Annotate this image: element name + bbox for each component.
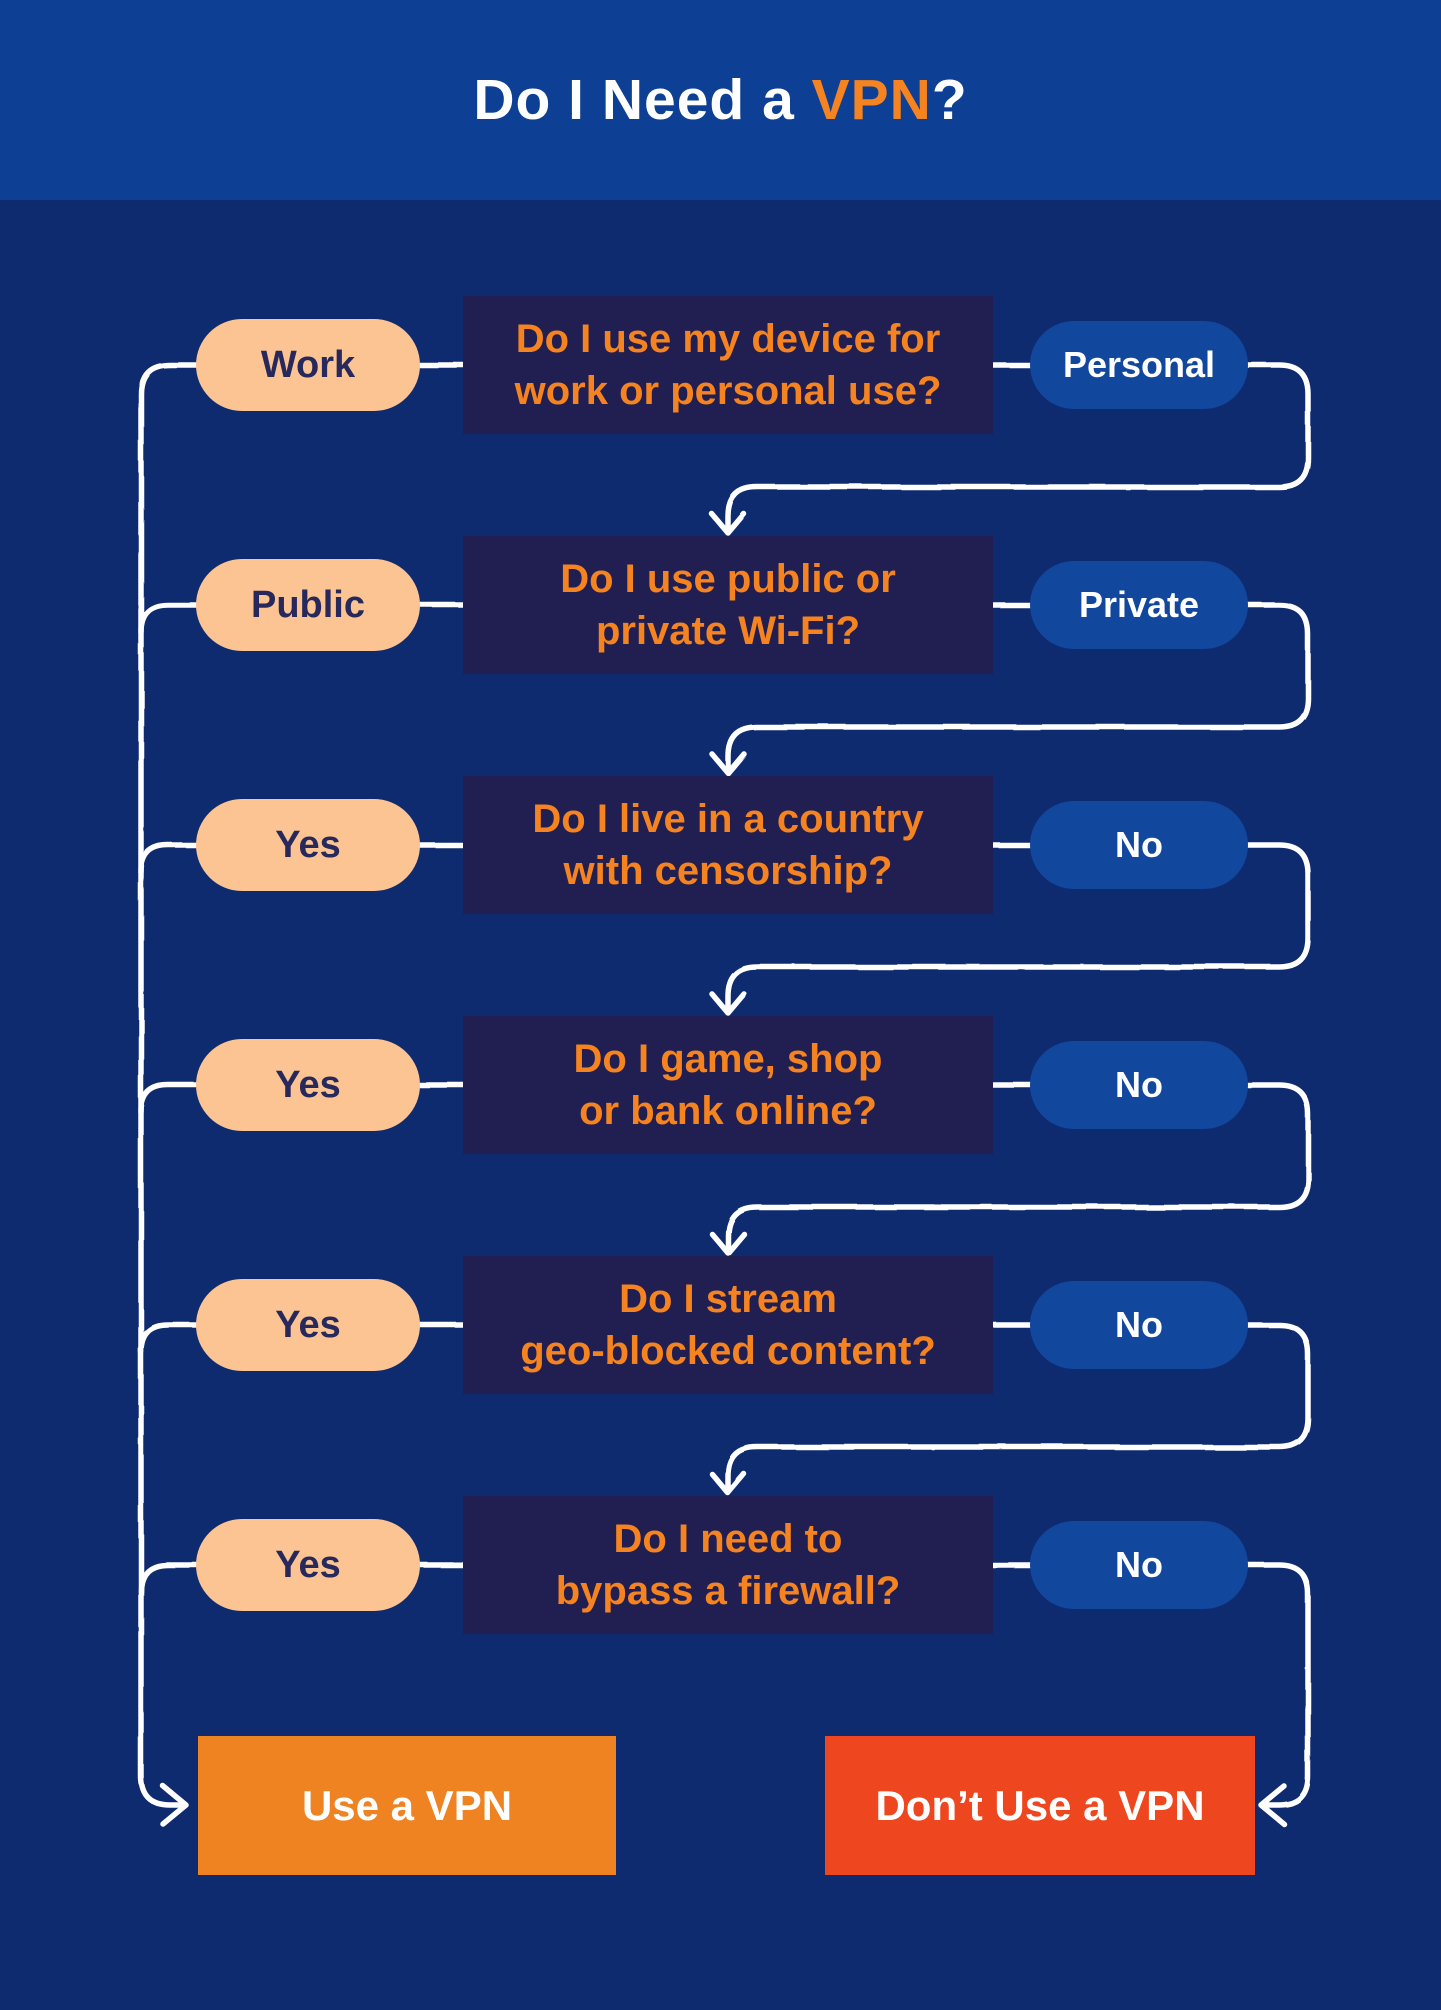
question-box-online-activity: Do I game, shop or bank online? — [463, 1016, 993, 1154]
header-band: Do I Need a VPN? — [0, 0, 1441, 200]
answer-pill-yes-firewall: Yes — [196, 1519, 420, 1611]
question-line: private Wi-Fi? — [595, 609, 861, 653]
answer-pill-private: Private — [1030, 561, 1248, 649]
question-line: or bank online? — [579, 1089, 877, 1133]
answer-pill-no-online: No — [1030, 1041, 1248, 1129]
question-box-streaming: Do I stream geo-blocked content? — [463, 1256, 993, 1394]
trunk-line — [138, 362, 199, 1808]
answer-pill-no-censorship: No — [1030, 801, 1248, 889]
stub-row4 — [138, 1082, 199, 1115]
title-highlight: VPN — [811, 68, 932, 132]
question-line: Do I use my device for — [515, 317, 941, 361]
answer-pill-no-streaming: No — [1030, 1281, 1248, 1369]
answer-pill-label: Yes — [275, 1543, 341, 1586]
s-connector-row6 — [1245, 1562, 1311, 1808]
arrowhead-row2 — [709, 511, 747, 536]
stub-row5 — [138, 1322, 199, 1355]
question-box-firewall: Do I need to bypass a firewall? — [463, 1496, 993, 1634]
arrowhead-row3 — [709, 751, 747, 776]
outcome-box-dont-use-vpn: Don’t Use a VPN — [825, 1736, 1255, 1875]
question-line: with censorship? — [563, 849, 893, 893]
answer-pill-label: No — [1115, 824, 1163, 865]
question-box-wifi: Do I use public or private Wi-Fi? — [463, 536, 993, 674]
arrowhead-row4 — [709, 991, 747, 1016]
answer-pill-public: Public — [196, 559, 420, 651]
question-box-censorship: Do I live in a country with censorship? — [463, 776, 993, 914]
question-line: geo-blocked content? — [520, 1329, 936, 1373]
answer-pill-label: Public — [250, 583, 366, 626]
question-line: work or personal use? — [514, 369, 942, 413]
answer-pill-personal: Personal — [1030, 321, 1248, 409]
answer-pill-yes-streaming: Yes — [196, 1279, 420, 1371]
arrowhead-dont — [1258, 1783, 1287, 1827]
answer-pill-label: No — [1115, 1544, 1163, 1585]
answer-pill-yes-censorship: Yes — [196, 799, 420, 891]
title-suffix: ? — [931, 68, 968, 132]
answer-pill-label: No — [1115, 1304, 1163, 1345]
answer-pill-label: Yes — [275, 1303, 341, 1346]
title-prefix: Do I Need a — [473, 68, 812, 132]
answer-pill-label: Private — [1078, 584, 1200, 625]
page-title: Do I Need a VPN? — [473, 67, 967, 133]
arrowhead-row6 — [709, 1471, 747, 1496]
trunk-arrowhead — [160, 1783, 189, 1827]
stub-row6 — [138, 1562, 199, 1595]
question-box-device-use: Do I use my device for work or personal … — [463, 296, 993, 434]
question-line: Do I game, shop — [573, 1037, 883, 1081]
stub-row3 — [138, 842, 199, 875]
question-line: Do I live in a country — [532, 797, 924, 841]
answer-pill-label: No — [1115, 1064, 1163, 1105]
answer-pill-yes-online: Yes — [196, 1039, 420, 1131]
answer-pill-work: Work — [196, 319, 420, 411]
answer-pill-label: Yes — [275, 823, 341, 866]
question-line: bypass a firewall? — [555, 1569, 901, 1613]
question-line: Do I stream — [619, 1277, 837, 1321]
question-line: Do I use public or — [560, 557, 896, 601]
arrowhead-row5 — [709, 1231, 747, 1256]
stub-row2 — [138, 602, 199, 635]
answer-pill-label: Work — [260, 343, 356, 386]
answer-pill-label: Yes — [275, 1063, 341, 1106]
outcome-box-use-vpn: Use a VPN — [198, 1736, 616, 1875]
question-line: Do I need to — [613, 1517, 843, 1561]
answer-pill-no-firewall: No — [1030, 1521, 1248, 1609]
answer-pill-label: Personal — [1062, 344, 1216, 385]
